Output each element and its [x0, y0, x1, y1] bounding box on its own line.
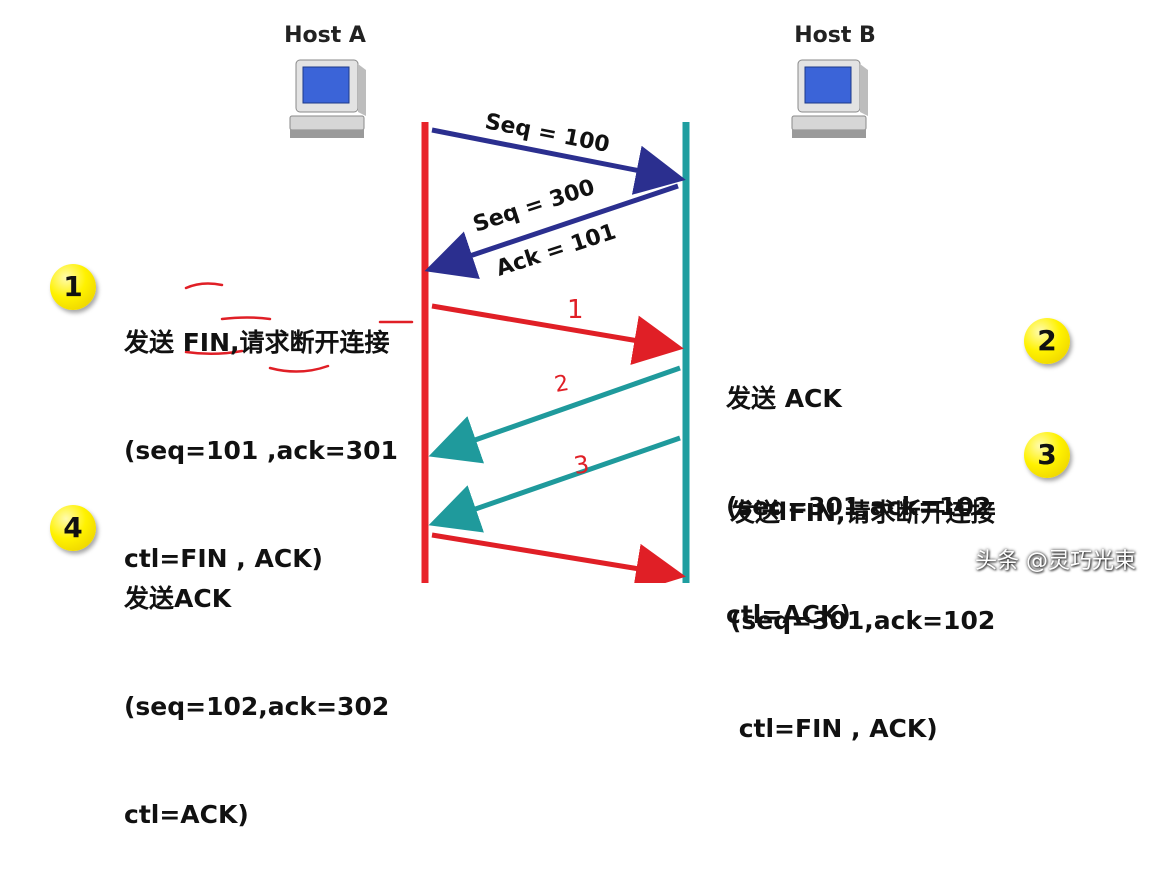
step-4-line-1: 发送ACK	[124, 584, 232, 613]
step-1-line-1: 发送 FIN,请求断开连接	[124, 328, 390, 357]
step-badge-1: 1	[50, 264, 96, 310]
step-4-line-3: ctl=ACK)	[124, 800, 249, 829]
host-a-label: Host A	[284, 23, 366, 48]
arrow-seq-100	[431, 127, 686, 195]
handwritten-underlines	[184, 282, 414, 373]
arrow-ack-2	[428, 365, 681, 464]
step-badge-2: 2	[1024, 318, 1070, 364]
computer-icon	[289, 59, 366, 138]
label-seq-300: Seq = 300	[470, 175, 598, 238]
handwritten-mark-3: 3	[572, 450, 591, 480]
step-1-note: 发送 FIN,请求断开连接 (seq=101 ,ack=301 ctl=FIN …	[124, 253, 398, 613]
step-3-note: 发送 FIN,请求断开连接 (seq=301,ack=102 ctl=FIN ,…	[730, 423, 996, 783]
step-3-line-2: (seq=301,ack=102	[730, 606, 996, 635]
step-2-line-2: (seq=301,ack=102	[726, 492, 992, 521]
tcp-teardown-diagram: Host A Host B Seq = 100 Seq = 300 Ack = …	[184, 23, 876, 583]
step-4-note: 发送ACK (seq=102,ack=302 ctl=ACK)	[124, 509, 389, 869]
handwritten-mark-1: 1	[567, 295, 584, 325]
step-2-line-1: 发送 ACK	[726, 384, 842, 413]
step-badge-3: 3	[1024, 432, 1070, 478]
step-badge-4: 4	[50, 505, 96, 551]
step-4-line-2: (seq=102,ack=302	[124, 692, 390, 721]
arrow-fin-3	[428, 435, 681, 533]
watermark: 头条 @灵巧光束	[975, 549, 1136, 574]
step-3-line-1: 发送 FIN,请求断开连接	[730, 498, 996, 527]
arrow-ack-4	[431, 532, 686, 583]
step-3-line-3: ctl=FIN , ACK)	[730, 714, 938, 743]
arrow-fin-1	[431, 303, 684, 365]
arrow-seq-300-ack-101	[424, 183, 679, 279]
host-b-label: Host B	[794, 23, 876, 48]
step-1-line-2: (seq=101 ,ack=301	[124, 436, 398, 465]
handwritten-mark-2: 2	[553, 371, 571, 398]
step-1-line-3: ctl=FIN , ACK)	[124, 544, 323, 573]
computer-icon	[791, 59, 868, 138]
